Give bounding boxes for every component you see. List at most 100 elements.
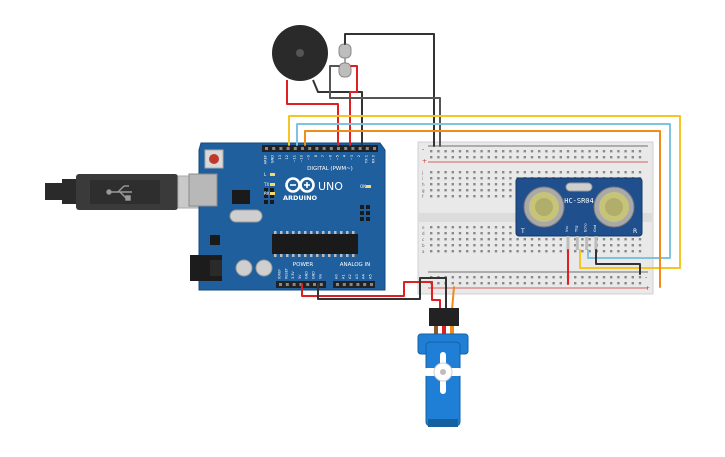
breadboard-hole[interactable] xyxy=(509,195,512,198)
header-pin[interactable] xyxy=(351,147,355,150)
breadboard-hole[interactable] xyxy=(480,250,483,253)
breadboard-hole[interactable] xyxy=(581,156,584,159)
breadboard-hole[interactable] xyxy=(581,282,584,285)
breadboard-hole[interactable] xyxy=(480,183,483,186)
header-pin[interactable] xyxy=(319,283,323,286)
breadboard-hole[interactable] xyxy=(559,171,562,174)
breadboard-hole[interactable] xyxy=(509,226,512,229)
breadboard-hole[interactable] xyxy=(617,276,620,279)
breadboard-hole[interactable] xyxy=(502,250,505,253)
breadboard-hole[interactable] xyxy=(559,282,562,285)
breadboard-hole[interactable] xyxy=(552,238,555,241)
breadboard-hole[interactable] xyxy=(581,238,584,241)
breadboard-hole[interactable] xyxy=(437,282,440,285)
header-pin[interactable] xyxy=(363,283,367,286)
breadboard-hole[interactable] xyxy=(502,282,505,285)
breadboard-hole[interactable] xyxy=(523,276,526,279)
breadboard-hole[interactable] xyxy=(610,171,613,174)
breadboard-hole[interactable] xyxy=(638,244,642,247)
breadboard-hole[interactable] xyxy=(437,195,440,198)
breadboard-hole[interactable] xyxy=(559,238,562,241)
breadboard-hole[interactable] xyxy=(451,195,454,198)
header-pin[interactable] xyxy=(299,283,303,286)
breadboard-hole[interactable] xyxy=(437,244,440,247)
breadboard-hole[interactable] xyxy=(437,189,440,192)
breadboard-hole[interactable] xyxy=(624,244,627,247)
breadboard-hole[interactable] xyxy=(602,244,606,247)
breadboard-hole[interactable] xyxy=(574,150,577,153)
breadboard-hole[interactable] xyxy=(451,177,454,180)
breadboard-hole[interactable] xyxy=(502,183,505,186)
breadboard-hole[interactable] xyxy=(473,244,476,247)
breadboard-hole[interactable] xyxy=(516,156,519,159)
breadboard-hole[interactable] xyxy=(588,171,591,174)
breadboard-hole[interactable] xyxy=(574,171,577,174)
breadboard-hole[interactable] xyxy=(451,276,454,279)
breadboard-hole[interactable] xyxy=(480,282,483,285)
sensor-pin[interactable] xyxy=(594,236,598,250)
header-pin[interactable] xyxy=(356,283,360,286)
breadboard-hole[interactable] xyxy=(545,238,548,241)
breadboard-hole[interactable] xyxy=(473,195,476,198)
breadboard-hole[interactable] xyxy=(487,183,490,186)
breadboard-hole[interactable] xyxy=(458,189,462,192)
breadboard-hole[interactable] xyxy=(437,226,440,229)
breadboard-hole[interactable] xyxy=(451,250,454,253)
breadboard-hole[interactable] xyxy=(444,232,447,235)
analog-header[interactable] xyxy=(333,281,375,288)
breadboard-hole[interactable] xyxy=(552,156,555,159)
breadboard-hole[interactable] xyxy=(480,226,483,229)
sensor-pin[interactable] xyxy=(575,236,579,250)
breadboard-hole[interactable] xyxy=(545,150,548,153)
header-pin[interactable] xyxy=(365,147,369,150)
breadboard-hole[interactable] xyxy=(430,156,433,159)
breadboard-hole[interactable] xyxy=(466,156,469,159)
breadboard-hole[interactable] xyxy=(458,195,462,198)
breadboard-hole[interactable] xyxy=(494,232,498,235)
header-pin[interactable] xyxy=(272,147,276,150)
breadboard-hole[interactable] xyxy=(588,250,591,253)
breadboard-hole[interactable] xyxy=(451,232,454,235)
breadboard-hole[interactable] xyxy=(466,195,469,198)
breadboard-hole[interactable] xyxy=(466,250,469,253)
breadboard-hole[interactable] xyxy=(473,189,476,192)
breadboard-hole[interactable] xyxy=(559,276,562,279)
breadboard-hole[interactable] xyxy=(602,276,606,279)
header-pin[interactable] xyxy=(342,283,346,286)
digital-header[interactable] xyxy=(262,145,378,152)
breadboard-hole[interactable] xyxy=(610,250,613,253)
header-pin[interactable] xyxy=(306,283,310,286)
breadboard-hole[interactable] xyxy=(502,232,505,235)
breadboard-hole[interactable] xyxy=(602,156,606,159)
breadboard-hole[interactable] xyxy=(458,156,462,159)
breadboard-hole[interactable] xyxy=(487,282,490,285)
breadboard-hole[interactable] xyxy=(588,244,591,247)
breadboard-hole[interactable] xyxy=(588,150,591,153)
breadboard-hole[interactable] xyxy=(552,250,555,253)
breadboard-hole[interactable] xyxy=(473,183,476,186)
breadboard-hole[interactable] xyxy=(595,156,598,159)
breadboard-hole[interactable] xyxy=(631,250,634,253)
header-pin[interactable] xyxy=(279,147,283,150)
breadboard-hole[interactable] xyxy=(487,156,490,159)
breadboard-hole[interactable] xyxy=(451,282,454,285)
breadboard-hole[interactable] xyxy=(574,244,577,247)
breadboard-hole[interactable] xyxy=(530,156,534,159)
header-pin[interactable] xyxy=(322,147,326,150)
breadboard-hole[interactable] xyxy=(610,244,613,247)
breadboard-hole[interactable] xyxy=(595,282,598,285)
breadboard-hole[interactable] xyxy=(494,189,498,192)
breadboard-hole[interactable] xyxy=(602,250,606,253)
breadboard-hole[interactable] xyxy=(559,250,562,253)
breadboard-hole[interactable] xyxy=(624,156,627,159)
breadboard-hole[interactable] xyxy=(638,156,642,159)
breadboard-hole[interactable] xyxy=(530,276,534,279)
breadboard-hole[interactable] xyxy=(559,244,562,247)
breadboard-hole[interactable] xyxy=(523,171,526,174)
breadboard-hole[interactable] xyxy=(538,244,541,247)
breadboard-hole[interactable] xyxy=(610,282,613,285)
breadboard-hole[interactable] xyxy=(509,238,512,241)
breadboard-hole[interactable] xyxy=(509,276,512,279)
breadboard-hole[interactable] xyxy=(473,238,476,241)
